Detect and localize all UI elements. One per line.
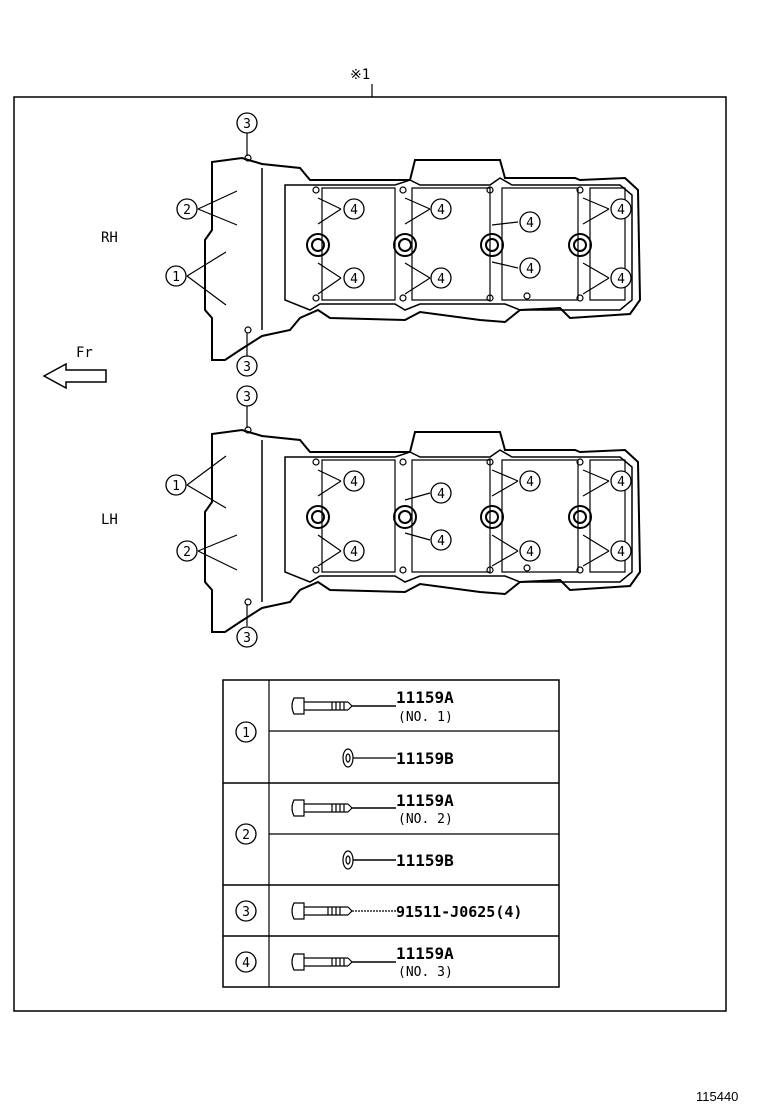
part-number: 11159B bbox=[396, 749, 454, 768]
bolt-icon bbox=[291, 799, 396, 817]
outer-frame bbox=[13, 96, 727, 1012]
svg-text:3: 3 bbox=[243, 631, 251, 646]
svg-text:4: 4 bbox=[437, 272, 445, 287]
rh-leader-lines bbox=[186, 133, 610, 356]
svg-text:4: 4 bbox=[242, 956, 250, 971]
callout-4-rh-h: 4 bbox=[610, 267, 632, 289]
callout-4-lh-a: 4 bbox=[343, 470, 365, 492]
svg-text:4: 4 bbox=[526, 262, 534, 277]
svg-text:4: 4 bbox=[350, 203, 358, 218]
part-number: 11159A bbox=[396, 688, 454, 707]
callout-4-rh-e: 4 bbox=[519, 211, 541, 233]
svg-text:4: 4 bbox=[617, 272, 625, 287]
callout-3-lh-top: 3 bbox=[236, 385, 258, 407]
callout-4-rh-a: 4 bbox=[343, 198, 365, 220]
callout-1-rh: 1 bbox=[165, 265, 187, 287]
bolt-short-icon bbox=[291, 902, 396, 920]
callout-4-lh-c: 4 bbox=[430, 482, 452, 504]
table-key-1: 1 bbox=[235, 721, 257, 743]
svg-text:4: 4 bbox=[617, 545, 625, 560]
svg-text:2: 2 bbox=[183, 545, 191, 560]
header-mark: ※1 bbox=[350, 67, 370, 83]
callouts: 3 2 1 3 4 4 4 4 4 4 4 4 3 1 2 3 4 4 4 4 … bbox=[165, 112, 632, 648]
svg-text:4: 4 bbox=[526, 216, 534, 231]
callout-4-rh-f: 4 bbox=[519, 257, 541, 279]
svg-text:4: 4 bbox=[437, 534, 445, 549]
part-note: (NO. 3) bbox=[398, 965, 453, 980]
svg-text:1: 1 bbox=[172, 270, 180, 285]
part-number: 11159B bbox=[396, 851, 454, 870]
front-label: Fr bbox=[76, 345, 93, 361]
svg-text:4: 4 bbox=[350, 272, 358, 287]
rh-cover-gasket bbox=[204, 154, 641, 361]
svg-text:3: 3 bbox=[243, 390, 251, 405]
svg-text:4: 4 bbox=[526, 475, 534, 490]
bolt-icon bbox=[291, 953, 396, 971]
svg-text:3: 3 bbox=[242, 905, 250, 920]
part-number: 11159A bbox=[396, 791, 454, 810]
callout-2-rh: 2 bbox=[176, 198, 198, 220]
callout-4-rh-g: 4 bbox=[610, 198, 632, 220]
svg-text:3: 3 bbox=[243, 360, 251, 375]
part-note: (NO. 2) bbox=[398, 812, 453, 827]
svg-text:2: 2 bbox=[183, 203, 191, 218]
svg-text:4: 4 bbox=[350, 545, 358, 560]
lh-leader-lines bbox=[186, 406, 610, 626]
table-key-2: 2 bbox=[235, 823, 257, 845]
callout-1-lh: 1 bbox=[165, 474, 187, 496]
lh-label: LH bbox=[101, 512, 118, 528]
callout-2-lh: 2 bbox=[176, 540, 198, 562]
callout-3-rh-bottom: 3 bbox=[236, 355, 258, 377]
svg-text:4: 4 bbox=[437, 203, 445, 218]
part-number: 11159A bbox=[396, 944, 454, 963]
callout-4-lh-h: 4 bbox=[610, 540, 632, 562]
bolt-icon bbox=[291, 697, 396, 715]
callout-3-rh-top: 3 bbox=[236, 112, 258, 134]
callout-4-rh-c: 4 bbox=[430, 198, 452, 220]
front-arrow-icon bbox=[42, 362, 107, 390]
table-keys: 1 2 3 4 bbox=[235, 721, 257, 973]
callout-3-lh-bottom: 3 bbox=[236, 626, 258, 648]
figure-id: 115440 bbox=[696, 1089, 738, 1104]
svg-text:4: 4 bbox=[526, 545, 534, 560]
callout-4-lh-f: 4 bbox=[519, 540, 541, 562]
svg-text:4: 4 bbox=[437, 487, 445, 502]
svg-text:2: 2 bbox=[242, 828, 250, 843]
table-key-4: 4 bbox=[235, 951, 257, 973]
parts-table bbox=[222, 679, 560, 988]
part-number: 91511-J0625(4) bbox=[396, 903, 522, 921]
callout-4-rh-d: 4 bbox=[430, 267, 452, 289]
callout-4-rh-b: 4 bbox=[343, 267, 365, 289]
washer-icon bbox=[342, 748, 396, 768]
part-note: (NO. 1) bbox=[398, 710, 453, 725]
svg-text:1: 1 bbox=[172, 479, 180, 494]
lh-cover-gasket bbox=[204, 426, 641, 633]
callout-4-lh-d: 4 bbox=[430, 529, 452, 551]
svg-text:4: 4 bbox=[350, 475, 358, 490]
washer-icon bbox=[342, 850, 396, 870]
table-key-3: 3 bbox=[235, 900, 257, 922]
callout-4-lh-g: 4 bbox=[610, 470, 632, 492]
svg-text:3: 3 bbox=[243, 117, 251, 132]
svg-text:1: 1 bbox=[242, 726, 250, 741]
callout-4-lh-b: 4 bbox=[343, 540, 365, 562]
rh-label: RH bbox=[101, 230, 118, 246]
svg-text:4: 4 bbox=[617, 203, 625, 218]
svg-text:4: 4 bbox=[617, 475, 625, 490]
callout-4-lh-e: 4 bbox=[519, 470, 541, 492]
